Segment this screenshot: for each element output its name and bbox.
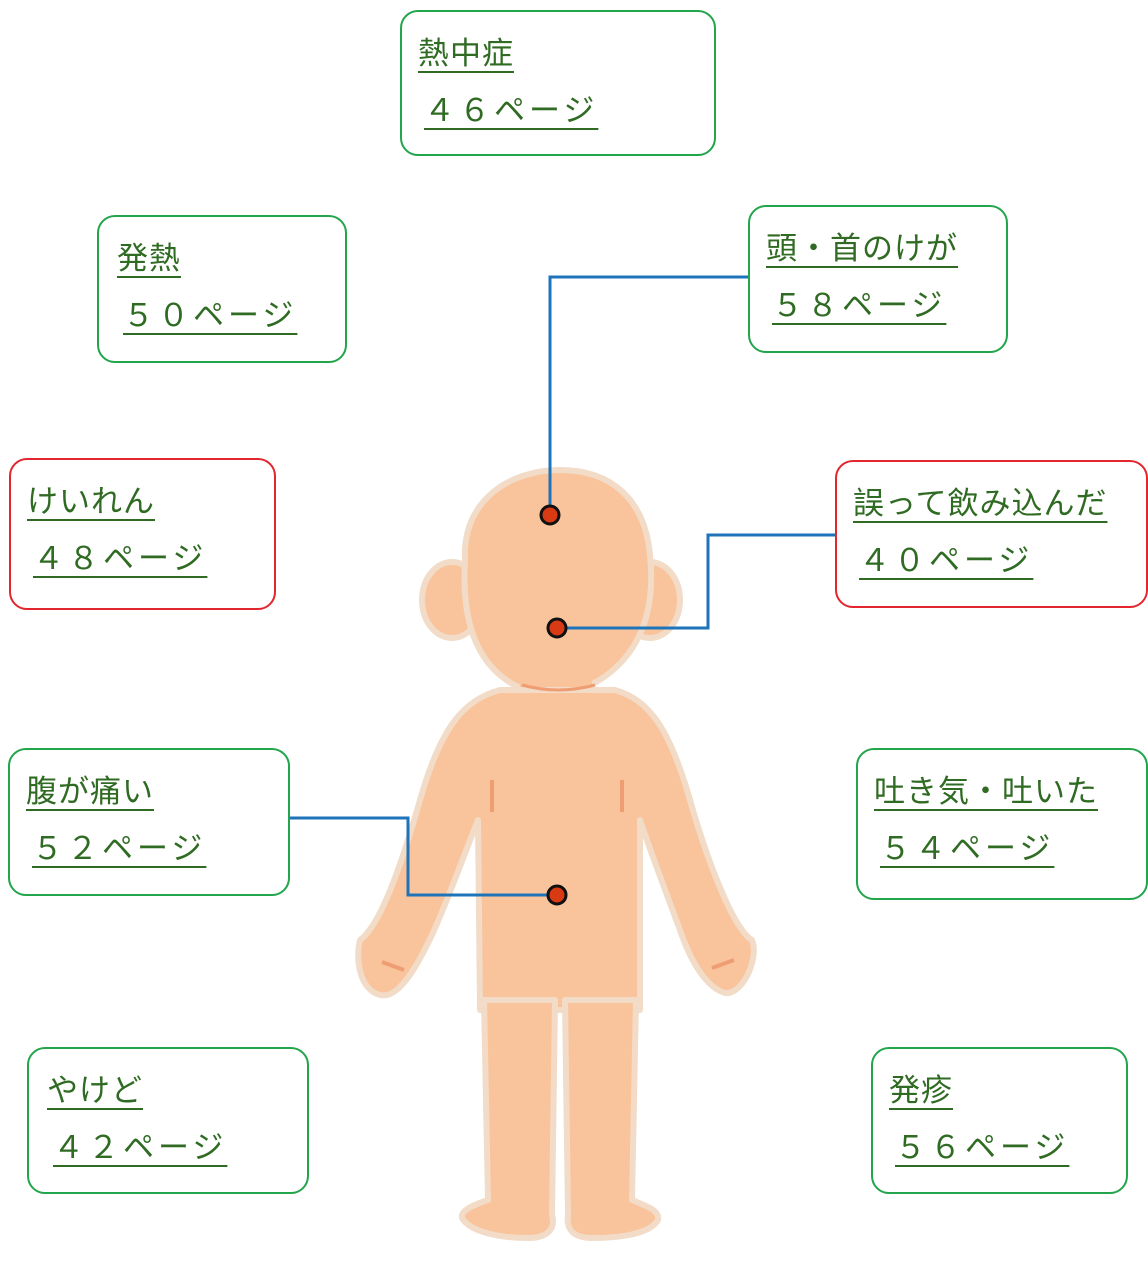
convulsion-page-link[interactable]: ４８ページ bbox=[33, 541, 208, 577]
swallowed-page-link[interactable]: ４０ページ bbox=[859, 543, 1034, 579]
card-stomachache: 腹が痛い ５２ページ bbox=[8, 748, 290, 896]
fever-link[interactable]: 発熱 bbox=[117, 241, 181, 277]
marker-abdomen bbox=[546, 884, 568, 906]
card-fever: 発熱 ５０ページ bbox=[97, 215, 347, 363]
burn-link[interactable]: やけど bbox=[47, 1073, 143, 1109]
rash-page-link[interactable]: ５６ページ bbox=[895, 1130, 1070, 1166]
stomachache-link[interactable]: 腹が痛い bbox=[26, 774, 154, 810]
marker-throat bbox=[546, 617, 568, 639]
leader-line-abdomen bbox=[290, 816, 557, 897]
head-neck-injury-page-link[interactable]: ５８ページ bbox=[772, 288, 947, 324]
card-head-neck-injury: 頭・首のけが ５８ページ bbox=[748, 205, 1008, 353]
card-heatstroke: 熱中症 ４６ページ bbox=[400, 10, 716, 156]
leader-line-head bbox=[548, 275, 750, 515]
heatstroke-page-link[interactable]: ４６ページ bbox=[424, 93, 599, 129]
card-swallowed: 誤って飲み込んだ ４０ページ bbox=[835, 460, 1148, 608]
child-body-illustration bbox=[355, 467, 757, 1241]
swallowed-link[interactable]: 誤って飲み込んだ bbox=[853, 486, 1108, 522]
fever-page-link[interactable]: ５０ページ bbox=[123, 298, 298, 334]
convulsion-link[interactable]: けいれん bbox=[27, 484, 155, 520]
card-convulsion: けいれん ４８ページ bbox=[9, 458, 276, 610]
marker-head bbox=[539, 504, 561, 526]
rash-link[interactable]: 発疹 bbox=[889, 1073, 953, 1109]
vomiting-link[interactable]: 吐き気・吐いた bbox=[874, 774, 1098, 810]
burn-page-link[interactable]: ４２ページ bbox=[53, 1130, 228, 1166]
card-rash: 発疹 ５６ページ bbox=[871, 1047, 1128, 1194]
card-vomiting: 吐き気・吐いた ５４ページ bbox=[856, 748, 1148, 900]
heatstroke-link[interactable]: 熱中症 bbox=[418, 36, 514, 72]
card-burn: やけど ４２ページ bbox=[27, 1047, 309, 1194]
stomachache-page-link[interactable]: ５２ページ bbox=[32, 831, 207, 867]
vomiting-page-link[interactable]: ５４ページ bbox=[880, 831, 1055, 867]
head-neck-injury-link[interactable]: 頭・首のけが bbox=[766, 231, 958, 267]
leader-line-throat bbox=[557, 533, 835, 630]
